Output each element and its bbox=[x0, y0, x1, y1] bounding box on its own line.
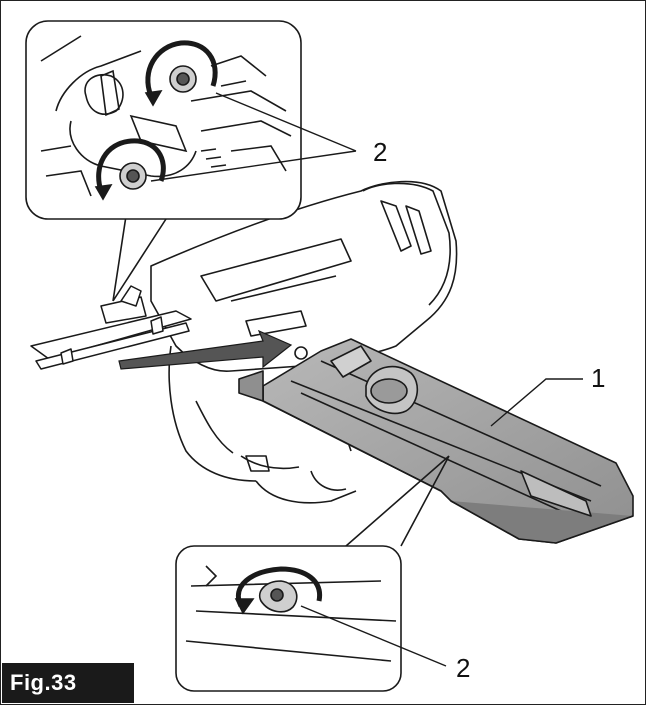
top-inset bbox=[25, 20, 357, 302]
tool-body bbox=[150, 180, 458, 504]
callout-part-1: 1 bbox=[591, 363, 606, 393]
rotation-arrow-icon bbox=[145, 40, 218, 97]
rotation-arrow-icon bbox=[96, 138, 166, 192]
figure-label: Fig.33 bbox=[2, 663, 134, 703]
blade-rail bbox=[30, 285, 192, 370]
slide-direction-arrow-icon bbox=[118, 329, 293, 370]
callout-part-2-bottom: 2 bbox=[456, 653, 471, 683]
part-1-leader bbox=[490, 378, 583, 427]
base-plate bbox=[238, 338, 634, 544]
bottom-inset bbox=[175, 455, 450, 692]
callout-part-2-top: 2 bbox=[373, 137, 388, 167]
rotation-arrow-icon bbox=[236, 566, 323, 608]
